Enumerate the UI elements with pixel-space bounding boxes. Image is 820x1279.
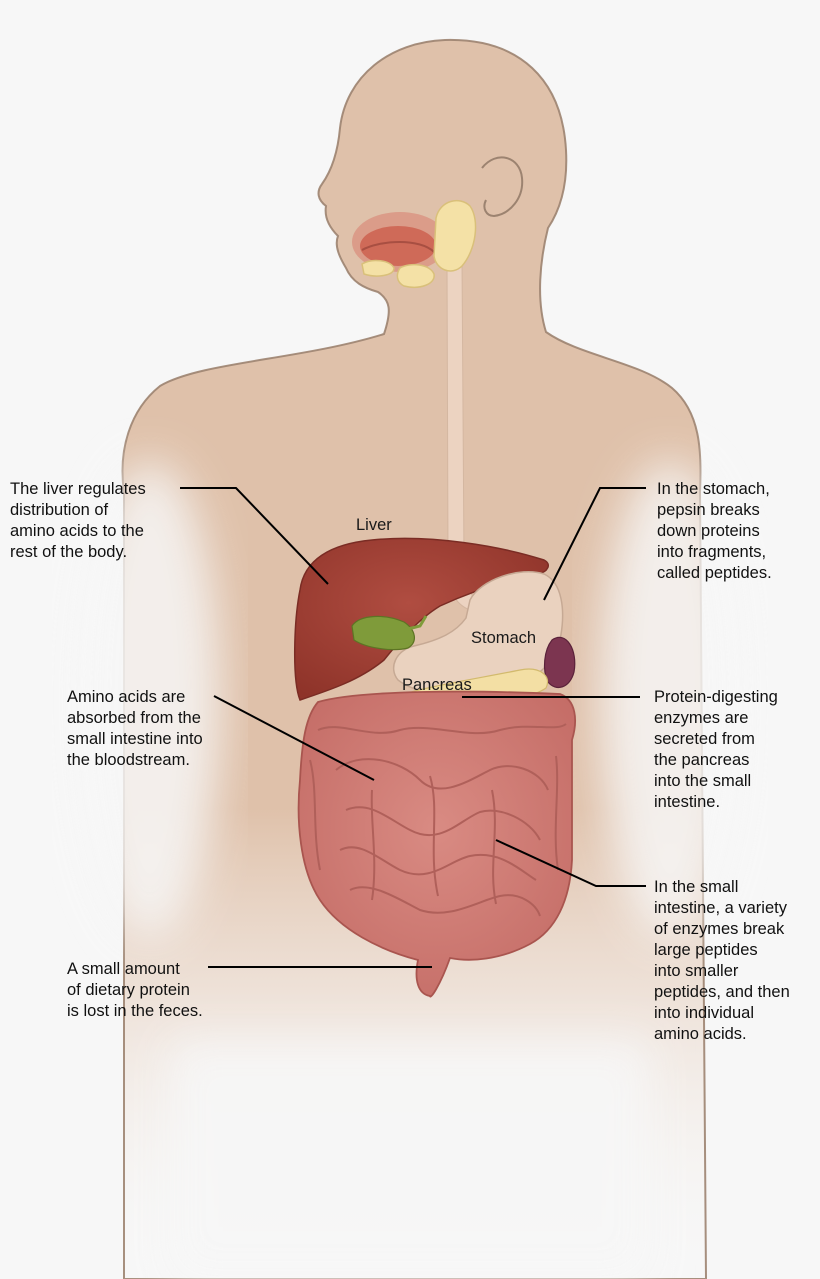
liver-label: Liver (356, 516, 392, 534)
small-intestine-annotation: In the small intestine, a variety of enz… (654, 878, 790, 1043)
pancreas-label: Pancreas (402, 676, 472, 694)
large-intestine (297, 690, 576, 998)
feces-annotation: A small amount of dietary protein is los… (67, 960, 203, 1020)
leader-line-absorption (213, 695, 375, 781)
leader-lines (180, 487, 646, 968)
small-intestine (309, 723, 567, 917)
leader-line-liver (180, 487, 329, 585)
leader-line-stomach (543, 487, 646, 601)
absorption-annotation: Amino acids are absorbed from the small … (67, 688, 203, 769)
spleen (543, 637, 576, 689)
liver-annotation: The liver regulates distribution of amin… (10, 480, 146, 561)
stomach-annotation: In the stomach, pepsin breaks down prote… (657, 480, 772, 582)
leader-line-small-intestine (495, 839, 646, 887)
pancreas-annotation: Protein-digesting enzymes are secreted f… (654, 688, 778, 811)
stomach-label: Stomach (471, 629, 537, 647)
salivary-glands (361, 199, 477, 288)
mouth-area (352, 212, 448, 272)
gallbladder (351, 615, 415, 651)
